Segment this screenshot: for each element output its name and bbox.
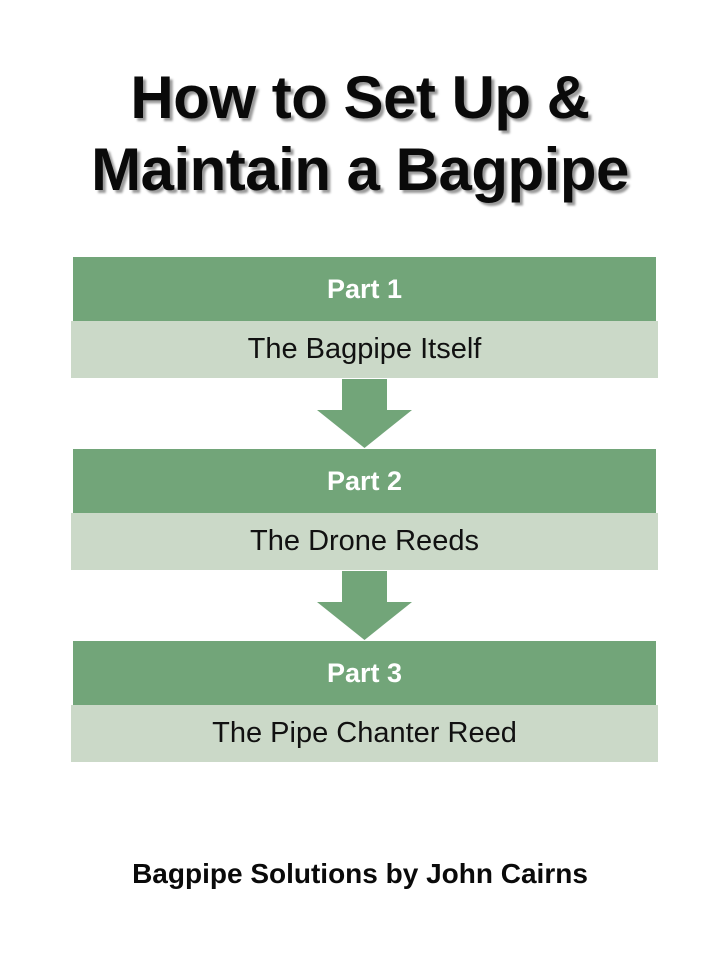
flow-part-1-body-label: The Bagpipe Itself <box>247 333 482 365</box>
flow-part-3-body: The Pipe Chanter Reed <box>71 705 658 762</box>
flow-part-2: Part 2 The Drone Reeds <box>71 449 658 570</box>
flow-part-1-body: The Bagpipe Itself <box>71 321 658 378</box>
byline: Bagpipe Solutions by John Cairns <box>0 860 720 888</box>
flow-part-3-header: Part 3 <box>73 641 656 705</box>
flow-part-2-header-label: Part 2 <box>326 465 403 496</box>
flow-part-3: Part 3 The Pipe Chanter Reed <box>71 641 658 762</box>
flow-part-2-header: Part 2 <box>73 449 656 513</box>
down-arrow-icon <box>317 379 412 448</box>
flow-part-1-header-label: Part 1 <box>326 273 403 304</box>
flow-part-2-body: The Drone Reeds <box>71 513 658 570</box>
flow-connector-1 <box>71 378 658 449</box>
page-title-line-2: Maintain a Bagpipe <box>91 136 629 203</box>
page-title-line-1: How to Set Up & <box>130 64 590 131</box>
flow-part-1: Part 1 The Bagpipe Itself <box>71 257 658 378</box>
flow-part-3-header-label: Part 3 <box>326 657 403 688</box>
down-arrow-icon <box>317 571 412 640</box>
flow-part-3-body-label: The Pipe Chanter Reed <box>212 717 517 749</box>
parts-flow-diagram: Part 1 The Bagpipe Itself Part 2 The Dro… <box>71 257 658 762</box>
flow-connector-2 <box>71 570 658 641</box>
byline-label: Bagpipe Solutions by John Cairns <box>132 858 588 889</box>
flow-part-2-body-label: The Drone Reeds <box>250 525 479 557</box>
page-title: How to Set Up & Maintain a Bagpipe <box>0 62 720 206</box>
flow-part-1-header: Part 1 <box>73 257 656 321</box>
